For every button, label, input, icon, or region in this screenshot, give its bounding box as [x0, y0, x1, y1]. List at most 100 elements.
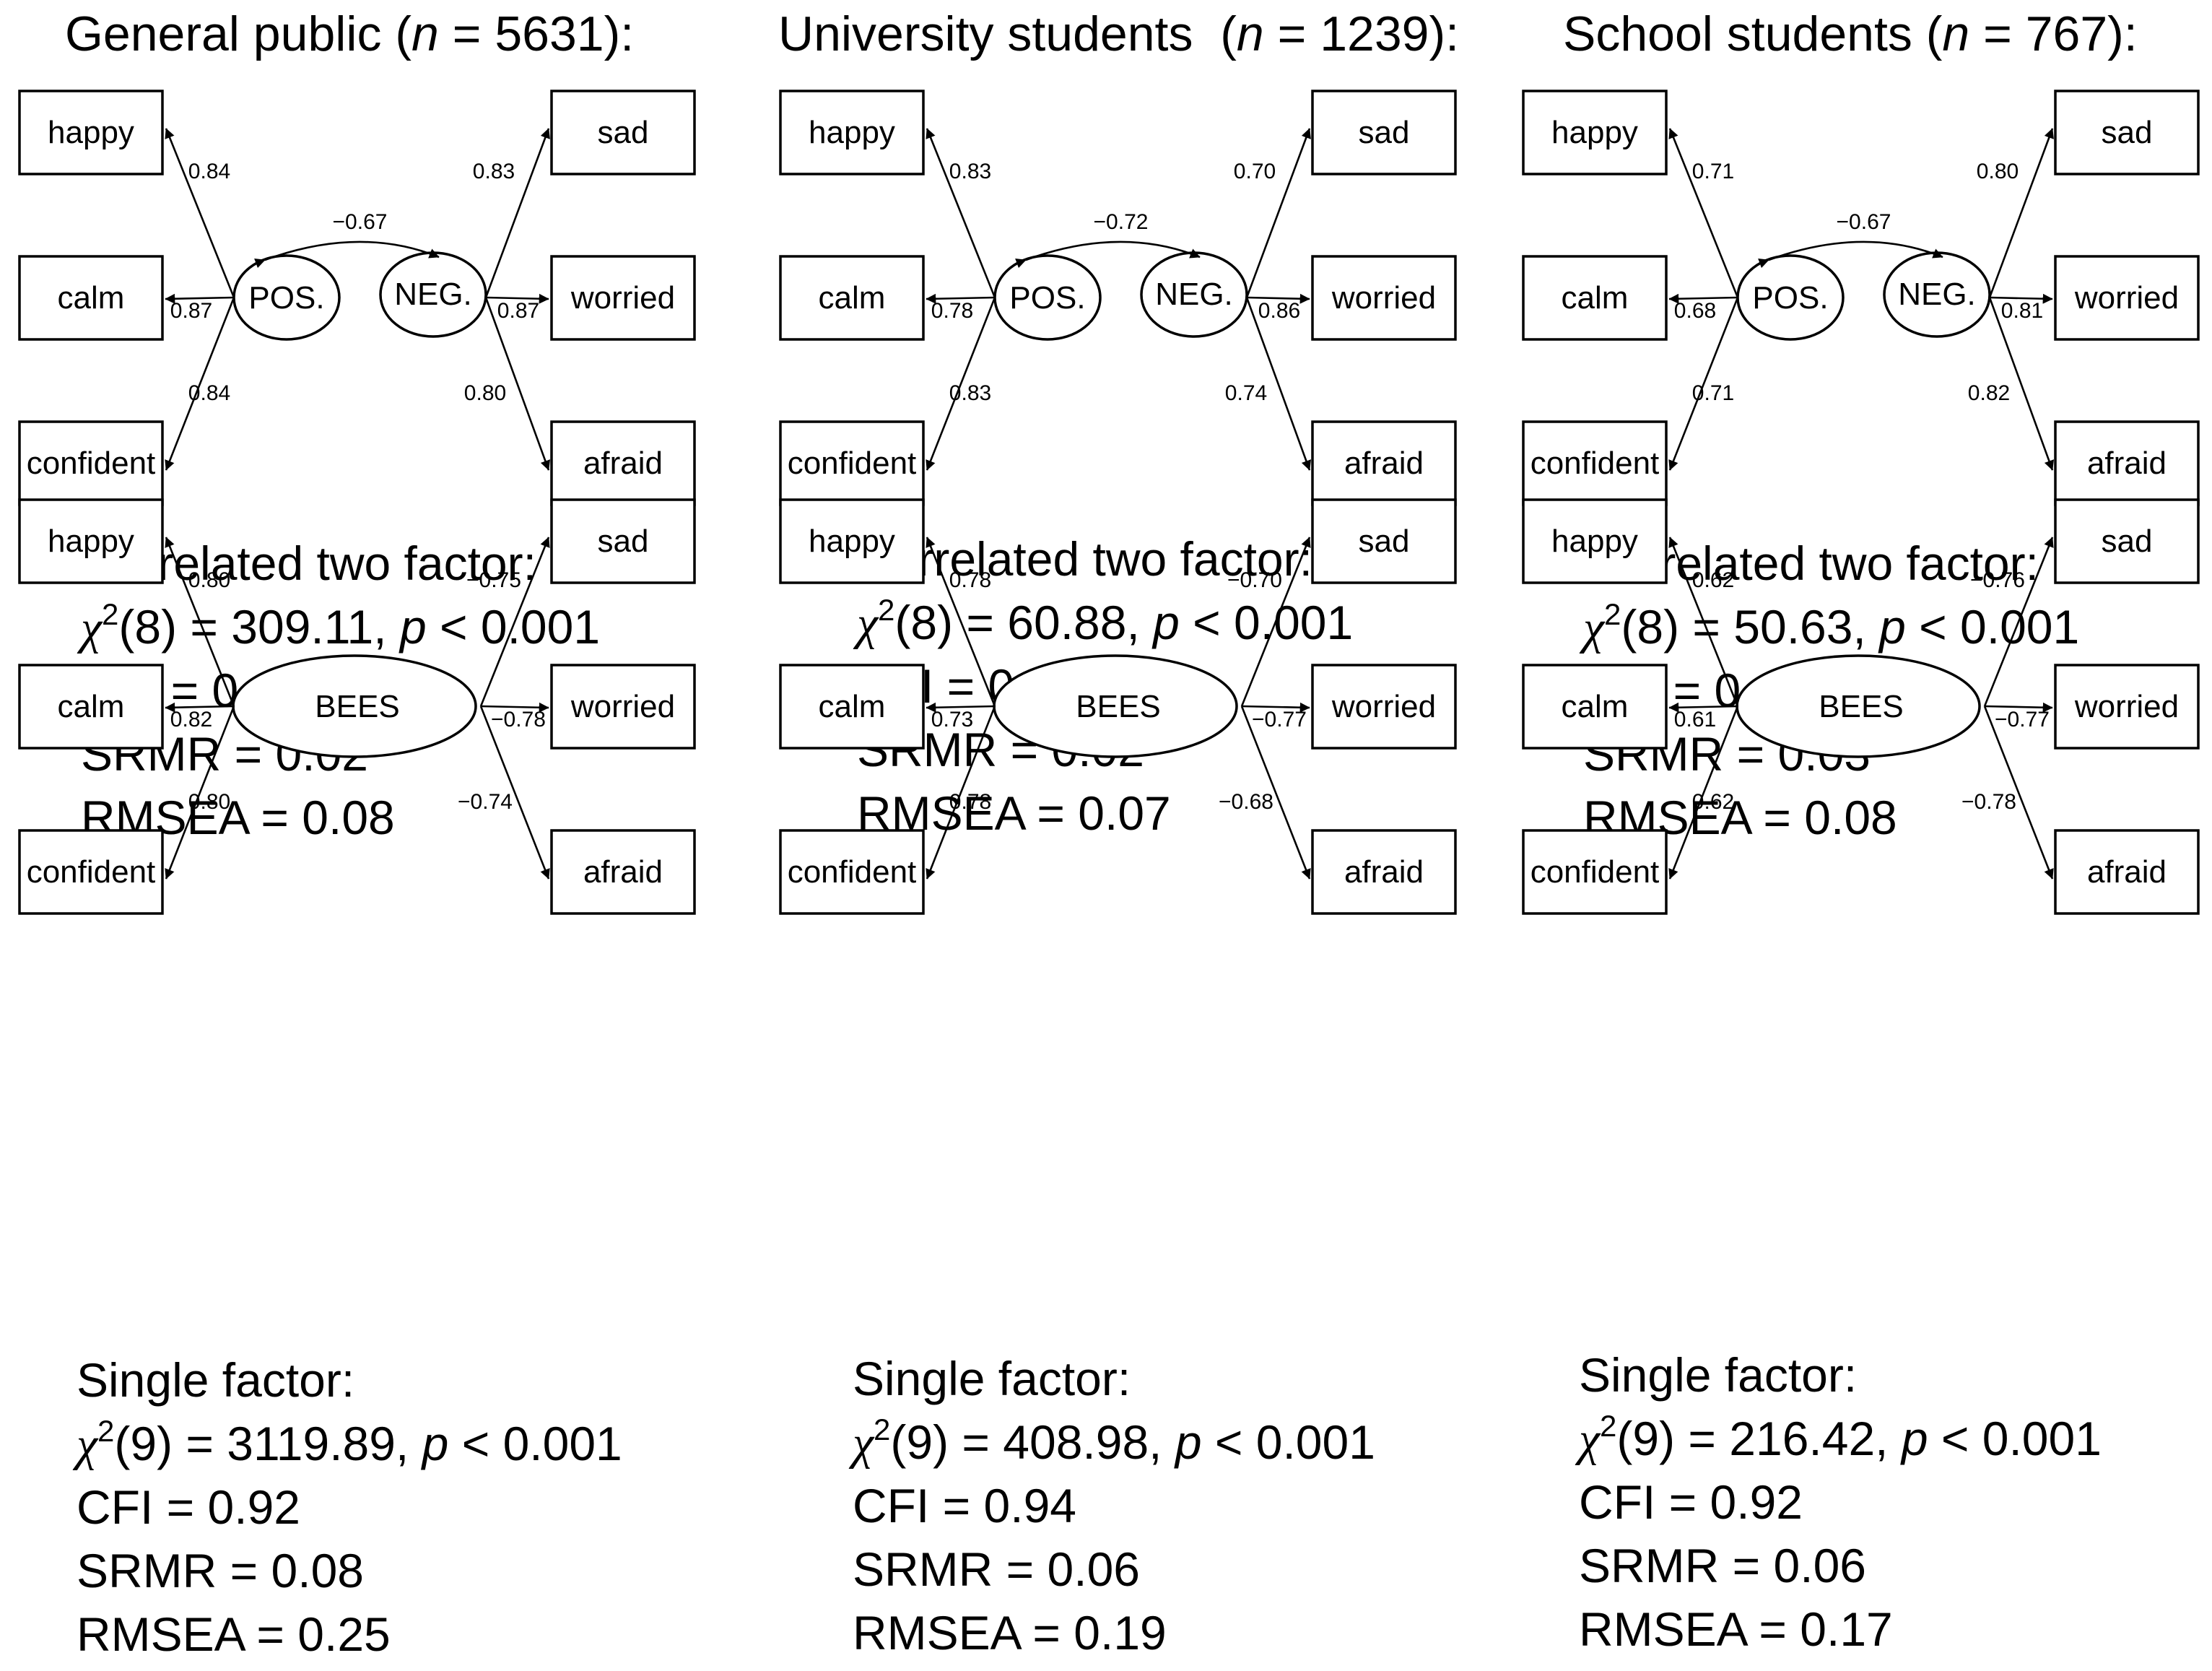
- two-factor-diagram: happycalmconfidentsadworriedafraidPOS.NE…: [779, 90, 1457, 506]
- chi-superscript: 2: [97, 1414, 114, 1448]
- factor-pos-label: POS.: [1752, 280, 1828, 316]
- p-symbol: p: [1174, 1415, 1202, 1469]
- factor-neg-label: NEG.: [1155, 277, 1233, 312]
- item-label-calm: calm: [1562, 689, 1629, 724]
- chi-superscript: 2: [102, 597, 118, 631]
- p-symbol: p: [1878, 600, 1906, 654]
- loading-value-calm: 0.61: [1674, 708, 1716, 732]
- loading-arrow-afraid: [1983, 706, 2054, 880]
- panel-n-value: = 5631):: [439, 6, 634, 61]
- loading-arrow-afraid: [484, 297, 551, 471]
- item-label-afraid: afraid: [2087, 854, 2167, 890]
- loading-value-worried: −0.77: [1995, 708, 2050, 732]
- fit-rmsea: RMSEA = 0.25: [77, 1607, 391, 1661]
- chi-symbol: χ: [853, 597, 879, 650]
- loading-arrow-happy: [926, 128, 996, 298]
- loading-arrow-sad: [479, 537, 550, 707]
- factor-correlation-arrow: [1015, 240, 1201, 269]
- factor-pos-label: POS.: [248, 280, 324, 316]
- loading-arrow-worried: [1241, 702, 1310, 713]
- chi-superscript: 2: [1600, 1409, 1616, 1443]
- loading-value-worried: −0.77: [1252, 708, 1307, 732]
- loading-value-confident: 0.78: [949, 790, 991, 814]
- p-value: < 0.001: [1928, 1412, 2102, 1465]
- loading-arrow-confident: [1668, 297, 1739, 471]
- loading-arrow-worried: [1246, 293, 1310, 304]
- chi-symbol: χ: [848, 1417, 875, 1470]
- item-box-sad: [550, 498, 696, 584]
- item-box-confident: [18, 829, 164, 915]
- loading-arrow-worried: [485, 293, 549, 304]
- chi-value: (8) = 60.88,: [894, 596, 1153, 649]
- loading-value-sad: 0.83: [473, 160, 515, 183]
- loading-arrow-worried: [1984, 702, 2053, 713]
- item-box-afraid: [2054, 829, 2200, 915]
- fit-model-label: Single factor:: [1579, 1348, 1857, 1402]
- item-label-calm: calm: [819, 689, 886, 724]
- loading-value-afraid: −0.68: [1219, 790, 1273, 814]
- factor-neg-label: NEG.: [394, 277, 472, 312]
- loading-arrow-happy: [165, 128, 235, 298]
- item-box-sad: [2054, 498, 2200, 584]
- fit-srmr: SRMR = 0.06: [1579, 1539, 1866, 1592]
- loading-arrow-calm: [926, 702, 996, 713]
- loading-arrow-sad: [1245, 128, 1311, 298]
- item-box-worried: [550, 664, 696, 750]
- chi-value: (8) = 309.11,: [118, 600, 400, 654]
- item-label-sad: sad: [598, 115, 649, 150]
- item-box-confident: [1522, 829, 1668, 915]
- item-box-sad: [1311, 90, 1457, 175]
- loading-arrow-afraid: [479, 706, 550, 880]
- item-box-happy: [18, 498, 164, 584]
- item-box-worried: [1311, 255, 1457, 341]
- p-value: < 0.001: [1906, 600, 2079, 654]
- single-factor-fit-stats: Single factor:χ2(9) = 408.98, p < 0.001C…: [848, 1352, 1375, 1659]
- loading-arrow-worried: [480, 702, 549, 713]
- loading-value-worried: 0.81: [2001, 299, 2043, 323]
- item-box-afraid: [550, 420, 696, 506]
- fit-chi-square: χ2(8) = 50.63, p < 0.001: [1579, 597, 2079, 654]
- fit-cfi: CFI = 0.94: [853, 1479, 1076, 1532]
- item-box-calm: [1522, 255, 1668, 341]
- loading-value-confident: 0.62: [1692, 790, 1734, 814]
- item-label-happy: happy: [1551, 115, 1638, 150]
- item-label-confident: confident: [27, 854, 156, 890]
- chi-value: (9) = 3119.89,: [114, 1417, 422, 1470]
- panel-title: General public (n = 5631):: [65, 6, 634, 61]
- loading-arrow-afraid: [1245, 297, 1312, 471]
- panel-title: School students (n = 767):: [1563, 6, 2138, 61]
- item-box-happy: [18, 90, 164, 175]
- loading-value-confident: 0.80: [188, 790, 230, 814]
- fit-chi-square: χ2(9) = 3119.89, p < 0.001: [72, 1414, 622, 1471]
- loading-value-happy: 0.84: [188, 160, 230, 183]
- item-box-happy: [779, 90, 925, 175]
- loading-arrow-calm: [165, 293, 235, 304]
- item-label-worried: worried: [2074, 689, 2179, 724]
- single-factor-diagram: happycalmconfidentsadworriedafraidBEES0.…: [18, 498, 696, 915]
- item-label-sad: sad: [2102, 115, 2153, 150]
- item-box-calm: [1522, 664, 1668, 750]
- loading-arrow-calm: [1668, 293, 1738, 304]
- item-label-afraid: afraid: [1344, 854, 1424, 890]
- item-box-afraid: [1311, 420, 1457, 506]
- fit-chi-square: χ2(9) = 408.98, p < 0.001: [848, 1412, 1375, 1470]
- item-label-happy: happy: [48, 524, 134, 559]
- loading-arrow-sad: [1983, 537, 2054, 707]
- loading-value-afraid: 0.82: [1968, 381, 2010, 405]
- item-label-calm: calm: [819, 280, 886, 316]
- panel-title-text: General public (: [65, 6, 412, 61]
- factor-bees-label: BEES: [1076, 689, 1160, 724]
- loading-value-sad: 0.70: [1234, 160, 1276, 183]
- loading-value-sad: −0.76: [1970, 568, 2025, 592]
- loading-arrow-happy: [165, 537, 235, 707]
- loading-value-confident: 0.83: [949, 381, 991, 405]
- loading-arrow-calm: [926, 293, 996, 304]
- fit-chi-square: χ2(8) = 60.88, p < 0.001: [853, 593, 1353, 650]
- loading-arrow-worried: [1989, 293, 2053, 304]
- item-box-calm: [18, 664, 164, 750]
- loading-arrow-happy: [926, 537, 996, 707]
- factor-bees-label: BEES: [315, 689, 399, 724]
- item-label-sad: sad: [1359, 115, 1410, 150]
- fit-srmr: SRMR = 0.06: [853, 1542, 1140, 1596]
- item-label-happy: happy: [48, 115, 134, 150]
